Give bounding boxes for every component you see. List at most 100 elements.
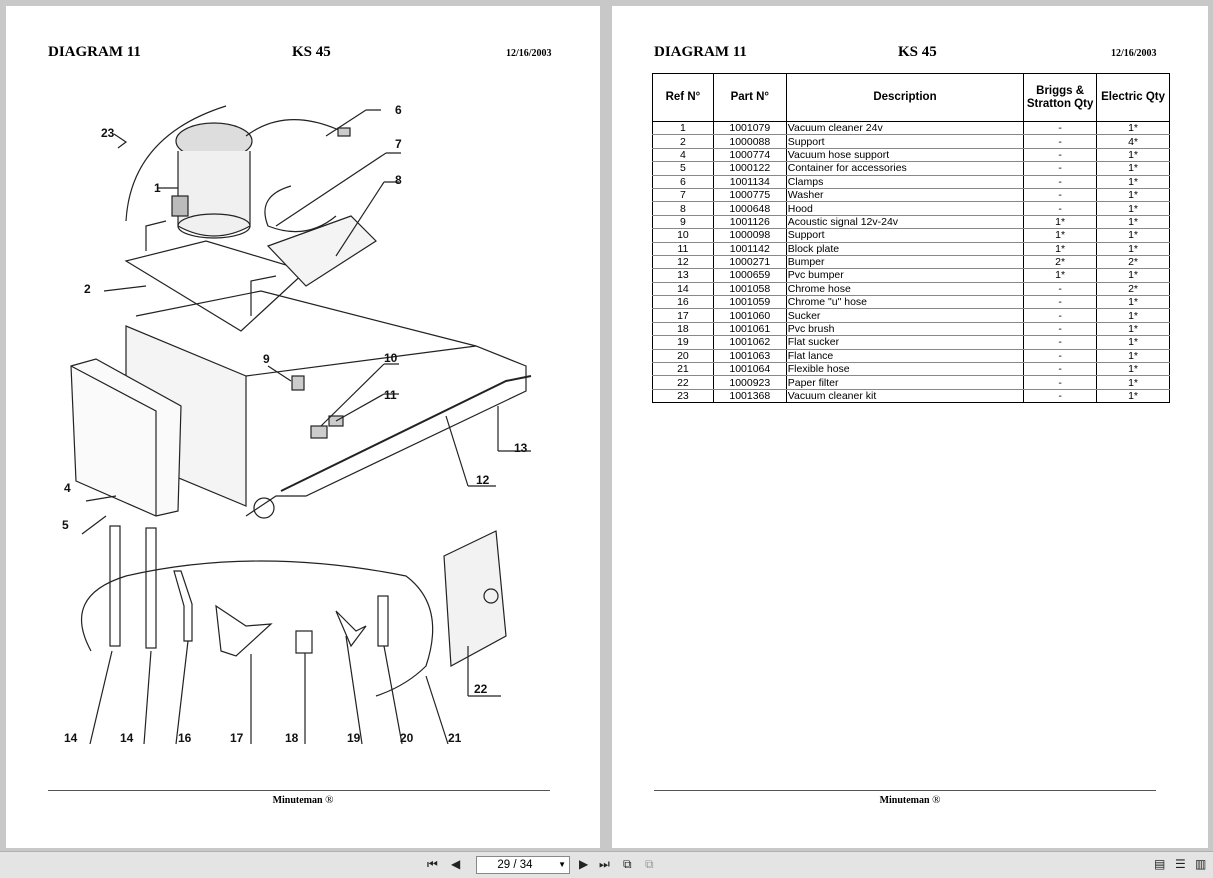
electric-qty-cell: 1* — [1096, 295, 1170, 310]
footer-rule — [48, 790, 550, 791]
electric-qty-cell: 2* — [1096, 282, 1170, 297]
ref-cell: 18 — [652, 322, 714, 337]
accessory-container-drawing — [70, 358, 182, 517]
description-cell: Clamps — [785, 175, 1025, 189]
ref-cell: 16 — [652, 295, 714, 310]
electric-qty-cell: 1* — [1096, 268, 1170, 283]
part-cell: 1001064 — [712, 362, 787, 377]
description-cell: Container for accessories — [785, 161, 1025, 176]
part-cell: 1001063 — [712, 349, 787, 364]
ref-cell: 11 — [652, 242, 714, 256]
callout-8: 8 — [395, 173, 402, 187]
callout-4: 4 — [64, 481, 71, 495]
ref-cell: 17 — [652, 308, 714, 323]
part-cell: 1001079 — [712, 121, 787, 136]
ref-cell: 10 — [652, 228, 714, 243]
callout-19: 19 — [347, 731, 361, 745]
ref-cell: 13 — [652, 268, 714, 283]
document-date: 12/16/2003 — [506, 48, 552, 59]
description-cell: Vacuum cleaner 24v — [785, 121, 1025, 136]
part-cell: 1001059 — [712, 295, 787, 310]
callout-23: 23 — [101, 126, 115, 140]
description-cell: Vacuum hose support — [785, 148, 1025, 163]
electric-qty-cell: 1* — [1096, 322, 1170, 337]
page-number-value: 29 / 34 — [497, 859, 533, 871]
description-cell: Block plate — [785, 242, 1025, 256]
briggs-qty-cell: - — [1023, 295, 1098, 310]
electric-qty-cell: 1* — [1096, 215, 1170, 230]
facing-page-icon[interactable]: ▥ — [1195, 857, 1207, 871]
next-page-icon[interactable]: ▶ — [579, 857, 589, 871]
callout-2: 2 — [84, 282, 91, 296]
callout-21: 21 — [448, 731, 462, 745]
callout-17: 17 — [230, 731, 244, 745]
chevron-down-icon: ▼ — [558, 860, 566, 869]
footer-rule — [654, 790, 1156, 791]
electric-qty-cell: 1* — [1096, 228, 1170, 243]
electric-qty-cell: 1* — [1096, 335, 1170, 350]
briggs-qty-cell: - — [1023, 161, 1098, 176]
single-page-icon[interactable]: ▤ — [1154, 857, 1166, 871]
callout-12: 12 — [476, 473, 490, 487]
first-page-icon[interactable]: ⏮ — [427, 857, 438, 871]
description-cell: Flat lance — [785, 349, 1025, 364]
last-page-icon[interactable]: ⏭ — [599, 857, 610, 871]
continuous-page-icon[interactable]: ☰ — [1175, 857, 1186, 871]
briggs-qty-cell: - — [1023, 121, 1098, 136]
ref-cell: 14 — [652, 282, 714, 297]
header-briggs-qty: Briggs & Stratton Qty — [1023, 73, 1098, 122]
paste-page-icon[interactable]: ⧉ — [645, 857, 654, 871]
ref-cell: 7 — [652, 188, 714, 203]
briggs-qty-cell: - — [1023, 375, 1098, 390]
pdf-viewer-toolbar: ⏮ ◀ 29 / 34 ▼ ▶ ⏭ ⧉ ⧉ ▤ ☰ ▥ — [0, 851, 1213, 878]
electric-qty-cell: 1* — [1096, 121, 1170, 136]
ref-cell: 2 — [652, 134, 714, 149]
page-number-select[interactable]: 29 / 34 ▼ — [476, 856, 570, 874]
ref-cell: 21 — [652, 362, 714, 377]
part-cell: 1000923 — [712, 375, 787, 390]
part-cell: 1000774 — [712, 148, 787, 163]
briggs-qty-cell: - — [1023, 134, 1098, 149]
electric-qty-cell: 4* — [1096, 134, 1170, 149]
electric-qty-cell: 1* — [1096, 175, 1170, 189]
electric-qty-cell: 1* — [1096, 362, 1170, 377]
description-cell: Chrome hose — [785, 282, 1025, 297]
electric-qty-cell: 1* — [1096, 148, 1170, 163]
part-cell: 1001062 — [712, 335, 787, 350]
flat-lance-drawing — [377, 595, 389, 647]
description-cell: Acoustic signal 12v-24v — [785, 215, 1025, 230]
copy-page-icon[interactable]: ⧉ — [623, 857, 632, 871]
document-page-right: DIAGRAM 11 KS 45 12/16/2003 Ref N° Part … — [612, 6, 1208, 848]
electric-qty-cell: 1* — [1096, 389, 1170, 404]
briggs-qty-cell: - — [1023, 335, 1098, 350]
briggs-qty-cell: 1* — [1023, 268, 1098, 283]
description-cell: Pvc bumper — [785, 268, 1025, 283]
briggs-qty-cell: - — [1023, 148, 1098, 163]
ref-cell: 22 — [652, 375, 714, 390]
callout-20: 20 — [400, 731, 414, 745]
part-cell: 1000271 — [712, 255, 787, 270]
machine-body-drawing — [135, 290, 527, 517]
previous-page-icon[interactable]: ◀ — [451, 857, 461, 871]
description-cell: Flexible hose — [785, 362, 1025, 377]
description-cell: Sucker — [785, 308, 1025, 323]
briggs-qty-cell: 1* — [1023, 215, 1098, 230]
electric-qty-cell: 1* — [1096, 242, 1170, 256]
electric-qty-cell: 1* — [1096, 308, 1170, 323]
part-cell: 1001126 — [712, 215, 787, 230]
flexible-hose-drawing — [81, 560, 434, 697]
hood-drawing — [266, 215, 377, 287]
chrome-hose-1-drawing — [109, 525, 121, 647]
callout-5: 5 — [62, 518, 69, 532]
